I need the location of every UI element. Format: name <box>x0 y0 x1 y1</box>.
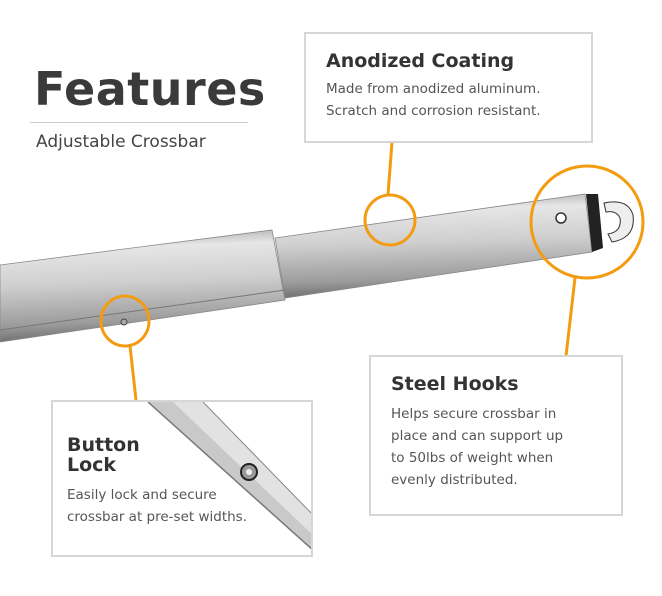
callout-text: Easily lock and secure <box>67 487 217 503</box>
callout-title-line: Button <box>67 434 140 456</box>
button-lock-callout: Button Lock Easily lock and secure cross… <box>51 400 313 557</box>
callout-text: crossbar at pre-set widths. <box>67 509 248 525</box>
page-title: Features <box>34 62 266 116</box>
page-subtitle: Adjustable Crossbar <box>36 132 206 152</box>
hook-highlight-circle <box>529 164 645 280</box>
callout-text: evenly distributed. <box>391 472 518 488</box>
callout-text: Scratch and corrosion resistant. <box>326 103 541 119</box>
callout-title-line: Lock <box>67 454 117 476</box>
button-highlight-circle <box>99 294 151 348</box>
callout-text: Helps secure crossbar in <box>391 406 557 422</box>
button-lock-closeup <box>147 402 311 550</box>
title-divider <box>30 122 248 123</box>
callout-text: Made from anodized aluminum. <box>326 81 541 97</box>
callout-title: Anodized Coating <box>326 50 515 72</box>
crossbar-tube <box>0 193 634 343</box>
steel-hooks-callout: Steel Hooks Helps secure crossbar in pla… <box>369 355 623 516</box>
callout-text: place and can support up <box>391 428 564 444</box>
anodized-coating-callout: Anodized Coating Made from anodized alum… <box>304 32 593 143</box>
callout-text: to 50lbs of weight when <box>391 450 554 466</box>
anodized-highlight-circle <box>363 193 417 247</box>
callout-title: Steel Hooks <box>391 373 519 395</box>
